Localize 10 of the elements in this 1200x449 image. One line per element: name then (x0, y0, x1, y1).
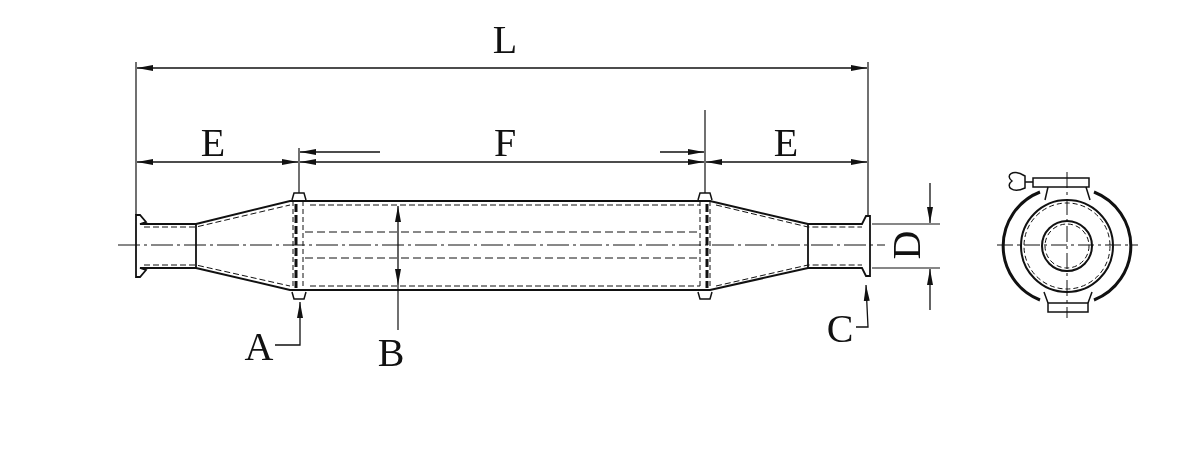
dimension-label: E (200, 123, 226, 163)
dimension-label: D (887, 230, 927, 260)
dimension-label: E (773, 123, 799, 163)
leader-line (274, 301, 303, 346)
leader-line (855, 284, 870, 328)
dimension-label: L (492, 20, 518, 60)
callout-letter: C (826, 309, 854, 349)
dimension-label: F (493, 123, 517, 163)
dimension-label: B (377, 333, 405, 373)
callout-letter: A (244, 327, 274, 367)
